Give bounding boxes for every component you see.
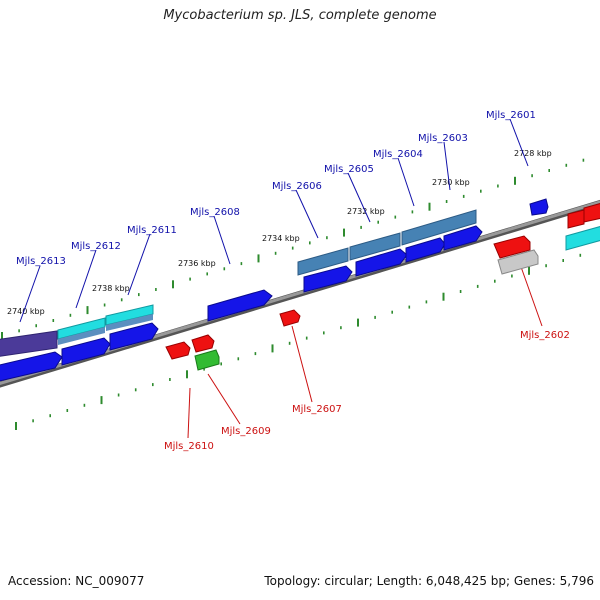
callout-lines (19, 118, 543, 439)
forward-genes-lower[interactable] (0, 225, 483, 382)
gene-feature[interactable] (194, 349, 220, 371)
ruler-label: 2736 kbp (178, 259, 216, 268)
map-title: Mycobacterium sp. JLS, complete genome (163, 8, 437, 23)
ruler-label: 2730 kbp (432, 178, 470, 187)
gene-feature[interactable] (303, 265, 353, 293)
gene-label[interactable]: Mjls_2605 (324, 164, 374, 175)
callout-line (397, 157, 415, 207)
callout-line (291, 325, 313, 403)
callout-line (187, 387, 191, 439)
callout-line (519, 263, 543, 327)
ruler-label: 2732 kbp (347, 207, 385, 216)
gene-label[interactable]: Mjls_2604 (373, 149, 423, 160)
gene-feature[interactable] (349, 232, 401, 261)
forward-features[interactable] (0, 198, 549, 357)
gene-label[interactable]: Mjls_2607 (292, 404, 342, 415)
gene-feature[interactable] (109, 322, 159, 351)
gene-feature[interactable] (401, 209, 477, 246)
callout-line (207, 373, 241, 425)
ruler-labels: 2728 kbp 2730 kbp 2732 kbp 2734 kbp 2736… (7, 149, 552, 316)
gene-label[interactable]: Mjls_2601 (486, 110, 536, 121)
gene-label[interactable]: Mjls_2613 (16, 256, 66, 267)
ruler-label: 2740 kbp (7, 307, 45, 316)
callout-line (295, 189, 319, 239)
callout-line (127, 233, 151, 296)
accession-label: Accession: NC_009077 (8, 574, 145, 588)
gene-feature[interactable] (493, 235, 531, 259)
callout-line (213, 215, 231, 265)
gene-feature[interactable] (565, 226, 600, 251)
callout-line (347, 172, 371, 223)
gene-feature[interactable] (355, 248, 408, 277)
gene-feature[interactable] (529, 198, 549, 216)
ruler-label: 2734 kbp (262, 234, 300, 243)
tick-row-lower (15, 253, 582, 430)
gene-label[interactable]: Mjls_2611 (127, 225, 177, 236)
gene-feature[interactable] (443, 225, 483, 251)
ruler-label: 2738 kbp (92, 284, 130, 293)
gene-feature[interactable] (497, 249, 539, 275)
gene-feature[interactable] (165, 341, 191, 360)
gene-label[interactable]: Mjls_2612 (71, 241, 121, 252)
gene-label[interactable]: Mjls_2603 (418, 133, 468, 144)
gene-labels: Mjls_2601 Mjls_2603 Mjls_2604 Mjls_2605 … (16, 110, 570, 452)
reverse-features[interactable] (165, 235, 539, 371)
gene-feature[interactable] (567, 209, 585, 229)
gene-feature[interactable] (191, 334, 215, 353)
callout-line (75, 249, 97, 309)
gene-label[interactable]: Mjls_2606 (272, 181, 322, 192)
edge-features[interactable] (565, 203, 600, 251)
gene-feature[interactable] (58, 327, 105, 345)
gene-feature[interactable] (279, 309, 301, 327)
gene-feature[interactable] (0, 330, 58, 357)
gene-feature[interactable] (61, 337, 111, 366)
callout-line (443, 141, 451, 191)
gene-feature[interactable] (106, 314, 153, 331)
callout-line (509, 118, 529, 167)
callout-line (19, 265, 41, 323)
gene-label[interactable]: Mjls_2608 (190, 207, 240, 218)
gene-label[interactable]: Mjls_2609 (221, 426, 271, 437)
gene-label[interactable]: Mjls_2602 (520, 330, 570, 341)
gene-feature[interactable] (405, 237, 446, 263)
gene-feature[interactable] (583, 203, 600, 223)
gene-feature[interactable] (0, 351, 63, 382)
gene-feature[interactable] (207, 289, 273, 322)
gene-label[interactable]: Mjls_2610 (164, 441, 214, 452)
ruler-label: 2728 kbp (514, 149, 552, 158)
genome-stats: Topology: circular; Length: 6,048,425 bp… (264, 574, 594, 588)
gene-feature[interactable] (297, 247, 349, 276)
tick-row-upper (1, 158, 585, 340)
